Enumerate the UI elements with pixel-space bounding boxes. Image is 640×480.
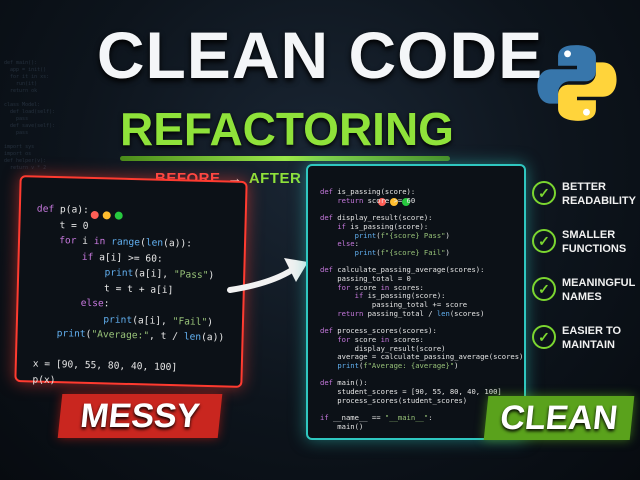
python-logo-icon bbox=[537, 45, 617, 121]
code-line: print(f"{score} Pass") bbox=[354, 230, 450, 240]
benefit-line: MAINTAIN bbox=[562, 339, 615, 351]
window-controls bbox=[320, 172, 414, 229]
code-line: average = calculate_passing_average(scor… bbox=[320, 352, 524, 362]
after-code-block: def is_passing(score): return score >= 6… bbox=[320, 187, 524, 432]
code-line: def process_scores(scores): bbox=[320, 326, 437, 336]
check-circle-icon: ✓ bbox=[532, 325, 556, 349]
benefit-line: EASIER TO bbox=[562, 325, 622, 337]
code-line: def calculate_passing_average(scores): bbox=[320, 265, 485, 275]
code-line: if is_passing(score): bbox=[337, 221, 429, 231]
benefit-item: ✓ SMALLER FUNCTIONS bbox=[532, 226, 638, 274]
before-code-block: def p(a): t = 0 for i in range(len(a)): … bbox=[32, 202, 227, 393]
benefit-line: MEANINGFUL bbox=[562, 277, 636, 289]
check-circle-icon: ✓ bbox=[532, 277, 556, 301]
code-line: student_scores = [90, 55, 80, 40, 100] bbox=[320, 387, 502, 397]
benefit-line: READABILITY bbox=[562, 195, 636, 207]
benefit-line: BETTER bbox=[562, 181, 606, 193]
code-line: print(f"{score} Fail") bbox=[354, 247, 450, 257]
close-dot-icon bbox=[377, 198, 386, 206]
benefit-item: ✓ BETTER READABILITY bbox=[532, 178, 638, 226]
code-line: return passing_total / len(scores) bbox=[337, 308, 485, 318]
code-line: process_scores(student_scores) bbox=[320, 395, 468, 405]
messy-badge: MESSY bbox=[57, 394, 223, 438]
maximize-dot-icon bbox=[401, 198, 410, 206]
check-circle-icon: ✓ bbox=[532, 229, 556, 253]
subtitle-underline bbox=[120, 156, 450, 161]
headline-title: CLEAN CODE bbox=[96, 18, 544, 92]
headline-subtitle: REFACTORING bbox=[120, 103, 454, 155]
benefit-line: FUNCTIONS bbox=[562, 243, 627, 255]
code-line: else: bbox=[337, 239, 359, 249]
code-line: main() bbox=[320, 421, 364, 431]
code-line: display_result(score) bbox=[320, 343, 446, 353]
code-line: for score in scores: bbox=[337, 282, 424, 292]
code-line: passing_total += score bbox=[320, 300, 468, 310]
clean-code-window: def is_passing(score): return score >= 6… bbox=[306, 164, 526, 440]
code-line: def main(): bbox=[320, 378, 368, 388]
transform-arrow-icon bbox=[227, 258, 308, 293]
benefit-item: ✓ EASIER TO MAINTAIN bbox=[532, 322, 638, 370]
benefit-item: ✓ MEANINGFUL NAMES bbox=[532, 274, 638, 322]
code-line: def display_result(score): bbox=[320, 213, 433, 223]
messy-code-window: def p(a): t = 0 for i in range(len(a)): … bbox=[14, 175, 248, 388]
minimize-dot-icon bbox=[389, 198, 398, 206]
clean-badge: CLEAN bbox=[483, 396, 635, 440]
check-circle-icon: ✓ bbox=[532, 181, 556, 205]
background-code-texture: def main(): app = init() for it in xs: r… bbox=[4, 60, 56, 171]
code-line: if is_passing(score): bbox=[354, 291, 446, 301]
benefit-line: SMALLER bbox=[562, 229, 616, 241]
code-line: for score in scores: bbox=[337, 334, 424, 344]
code-line: passing_total = 0 bbox=[320, 274, 411, 284]
code-line: if __name__ == "__main__": bbox=[320, 413, 433, 423]
code-line: def is_passing(score): bbox=[320, 187, 416, 196]
code-line: return score >= 60 bbox=[337, 195, 416, 205]
after-label: AFTER bbox=[248, 170, 302, 187]
benefits-list: ✓ BETTER READABILITY ✓ SMALLER FUNCTIONS ✓… bbox=[532, 178, 638, 370]
code-line: print(f"Average: {average}") bbox=[337, 361, 459, 371]
benefit-line: NAMES bbox=[562, 291, 602, 303]
